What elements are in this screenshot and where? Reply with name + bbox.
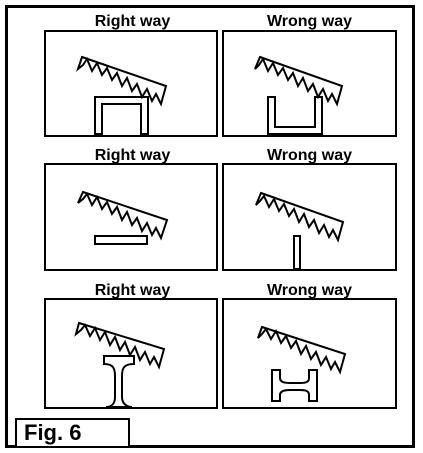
caption-5: Right way [94,282,171,299]
i-beam-profile [103,355,135,408]
flat-bar-profile [293,235,301,270]
saw-blade [74,321,166,370]
figure-label: Fig. 6 [15,418,130,448]
saw-blade [75,55,168,107]
saw-blade [255,191,345,243]
channel-profile [267,96,323,135]
panel-5-drawing [74,321,166,408]
panel-6-drawing [257,325,347,402]
flat-bar-profile [94,235,148,245]
saw-blade [257,325,347,375]
panel-1-drawing [75,55,168,135]
channel-profile [94,96,149,135]
panel-2-drawing [254,55,344,135]
caption-2: Wrong way [266,13,353,30]
caption-6: Wrong way [266,282,353,299]
panel-4-drawing [255,191,345,270]
caption-3: Right way [94,147,171,164]
caption-4: Wrong way [266,147,353,164]
saw-blade [77,190,169,241]
saw-blade [254,55,344,107]
caption-1: Right way [94,13,171,30]
i-beam-profile [271,369,318,402]
panel-3-drawing [77,190,169,245]
